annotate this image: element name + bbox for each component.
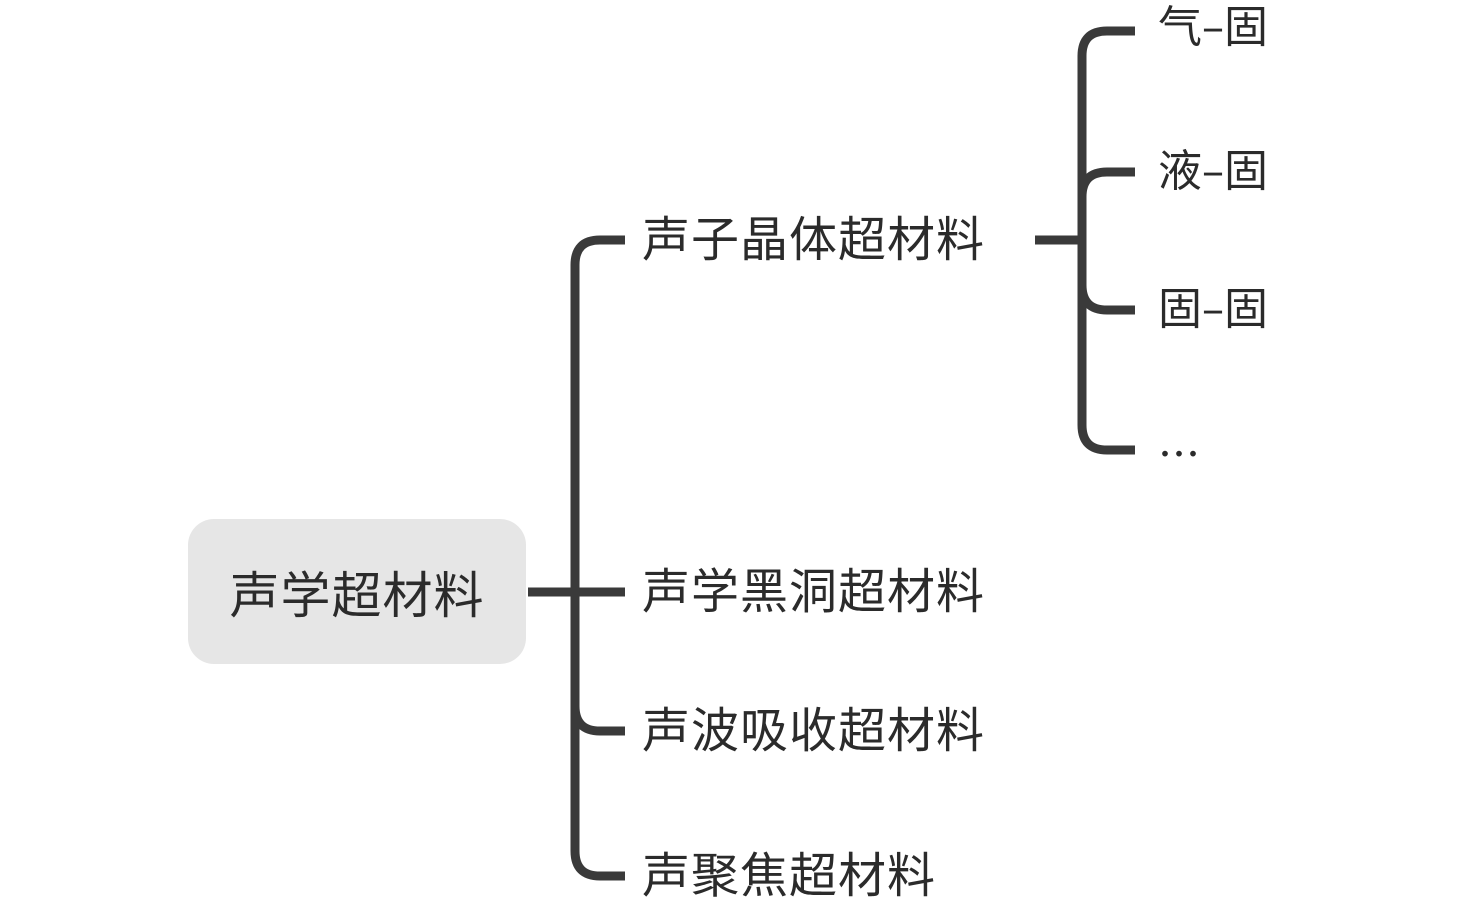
branch-acoustic-absorption: 声波吸收超材料	[642, 703, 986, 759]
root-label: 声学超材料	[229, 566, 485, 625]
branch-phononic-crystal: 声子晶体超材料	[642, 212, 986, 268]
branch-tick-absorption	[570, 705, 625, 736]
leaf-solid-solid: 固–固	[1158, 284, 1268, 335]
sub-tick-solid	[1077, 284, 1135, 315]
branch-acoustic-black-hole: 声学黑洞超材料	[642, 564, 986, 620]
sub-tick-liquid	[1077, 167, 1135, 198]
sub-bracket	[1077, 26, 1135, 455]
leaf-gas-solid: 气–固	[1158, 2, 1268, 53]
leaf-liquid-solid: 液–固	[1158, 146, 1268, 197]
root-node: 声学超材料	[188, 519, 526, 664]
main-bracket	[570, 235, 625, 881]
leaf-ellipsis: ...	[1158, 416, 1200, 467]
branch-acoustic-focusing: 声聚焦超材料	[642, 848, 937, 904]
